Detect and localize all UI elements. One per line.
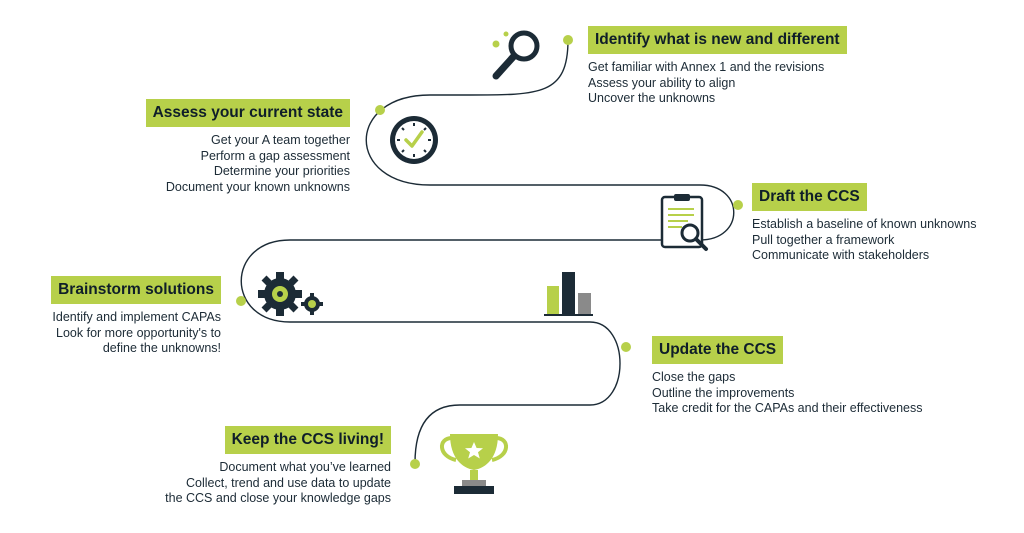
step-line: Get familiar with Annex 1 and the revisi…	[588, 60, 825, 74]
step-line: Collect, trend and use data to update	[185, 475, 391, 490]
step-title: Keep the CCS living!	[224, 426, 391, 454]
step-line: Identify and implement CAPAs	[52, 310, 221, 324]
path-node	[375, 105, 385, 115]
step-line: Get your A team together	[211, 133, 350, 147]
step-title: Draft the CCS	[752, 183, 867, 211]
step-line: define the unknowns!	[102, 341, 221, 355]
path-node	[621, 342, 631, 352]
path-node	[236, 296, 246, 306]
step-identify: Identify what is new and different Get f…	[588, 26, 847, 107]
gears-icon	[258, 272, 323, 316]
step-line: Pull together a framework	[752, 232, 895, 247]
step-title: Brainstorm solutions	[51, 276, 221, 304]
step-line: Take credit for the CAPAs and their effe…	[652, 401, 923, 415]
step-line: Outline the improvements	[652, 385, 795, 400]
step-assess: Assess your current state Get your A tea…	[145, 99, 350, 195]
step-line: Document what you’ve learned	[219, 460, 391, 474]
bar-chart-icon	[544, 272, 593, 316]
clock-icon	[390, 116, 438, 164]
trophy-icon	[440, 434, 508, 494]
step-brainstorm: Brainstorm solutions Identify and implem…	[51, 276, 221, 357]
step-line: Establish a baseline of known unknowns	[752, 217, 977, 231]
step-update: Update the CCS Close the gaps Outline th…	[652, 336, 923, 417]
path-node	[733, 200, 743, 210]
step-line: Uncover the unknowns	[588, 91, 716, 105]
step-draft: Draft the CCS Establish a baseline of kn…	[752, 183, 976, 264]
step-title: Update the CCS	[652, 336, 784, 364]
step-line: the CCS and close your knowledge gaps	[165, 491, 391, 505]
step-line: Assess your ability to align	[588, 75, 736, 90]
magnifier-icon	[492, 30, 540, 80]
step-line: Close the gaps	[652, 370, 736, 384]
path-node	[410, 459, 420, 469]
step-title: Identify what is new and different	[588, 26, 847, 54]
step-keep-living: Keep the CCS living! Document what you’v…	[165, 426, 391, 507]
step-line: Determine your priorities	[213, 164, 350, 178]
step-line: Perform a gap assessment	[200, 148, 350, 163]
step-line: Communicate with stakeholders	[752, 248, 930, 262]
step-line: Document your known unknowns	[165, 179, 350, 194]
clipboard-icon	[660, 194, 708, 251]
step-line: Look for more opportunity's to	[56, 325, 221, 340]
path-node	[563, 35, 573, 45]
step-title: Assess your current state	[145, 99, 350, 127]
